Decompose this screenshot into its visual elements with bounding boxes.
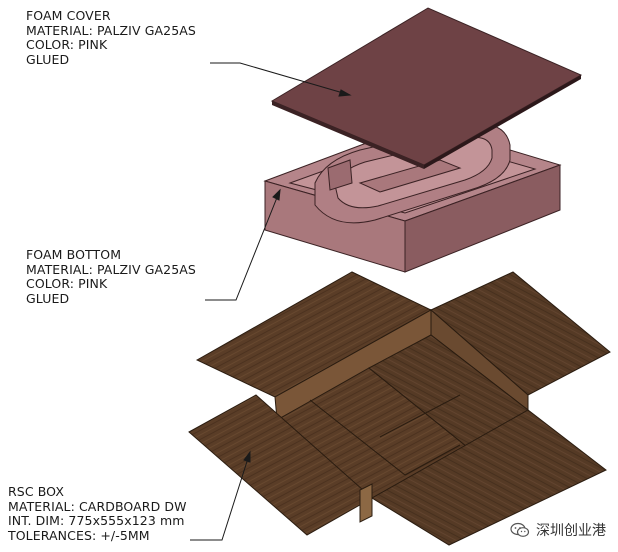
rsc-box	[188, 271, 611, 546]
foam-cover-edge-right	[424, 75, 581, 169]
foam-bottom-color: COLOR: PINK	[26, 276, 108, 291]
rsc-box-dimensions: INT. DIM: 775x555x123 mm	[8, 513, 185, 528]
leader-foam-bottom-arrow	[272, 188, 281, 201]
foam-cover-note: GLUED	[26, 51, 70, 67]
box-floor-seam-1	[309, 399, 406, 476]
leader-foam-cover-arrow	[338, 89, 352, 97]
foam-bottom-label: FOAM BOTTOM MATERIAL: PALZIV GA25AS COLO…	[26, 247, 196, 306]
rsc-box-label: RSC BOX MATERIAL: CARDBOARD DW INT. DIM:…	[8, 484, 187, 543]
rsc-box-tolerances: TOLERANCES: +/-5MM	[8, 527, 150, 543]
foam-insert-block	[327, 159, 353, 191]
leader-foam-bottom	[205, 189, 281, 301]
foam-bottom-side-right	[404, 164, 561, 273]
rsc-box-title: RSC BOX	[8, 484, 64, 499]
foam-bottom-title: FOAM BOTTOM	[26, 247, 122, 262]
rsc-box-material: MATERIAL: CARDBOARD DW	[8, 498, 187, 514]
leader-lines	[190, 62, 352, 541]
foam-bottom-material: MATERIAL: PALZIV GA25AS	[26, 261, 196, 277]
box-floor-seam-3	[404, 444, 461, 476]
foam-insert-slot	[358, 159, 462, 193]
foam-cover-title: FOAM COVER	[26, 8, 111, 23]
leader-rsc-box	[190, 451, 251, 541]
foam-cover-label: FOAM COVER MATERIAL: PALZIV GA25AS COLOR…	[26, 8, 196, 67]
box-flap-front-right	[371, 409, 607, 546]
foam-cover-edge-left	[272, 101, 424, 169]
leader-foam-cover	[210, 62, 351, 96]
wechat-icon	[510, 522, 530, 537]
watermark: 深圳创业港	[510, 520, 606, 540]
watermark-text: 深圳创业港	[536, 523, 606, 539]
leader-rsc-box-arrow	[243, 450, 251, 463]
foam-cover-material: MATERIAL: PALZIV GA25AS	[26, 22, 196, 38]
box-front-corner	[359, 483, 373, 523]
foam-cover-color: COLOR: PINK	[26, 37, 108, 52]
foam-cover-top	[270, 7, 583, 166]
foam-cover	[270, 7, 583, 169]
box-floor-seam-2	[379, 394, 461, 438]
foam-bottom-note: GLUED	[26, 290, 70, 306]
